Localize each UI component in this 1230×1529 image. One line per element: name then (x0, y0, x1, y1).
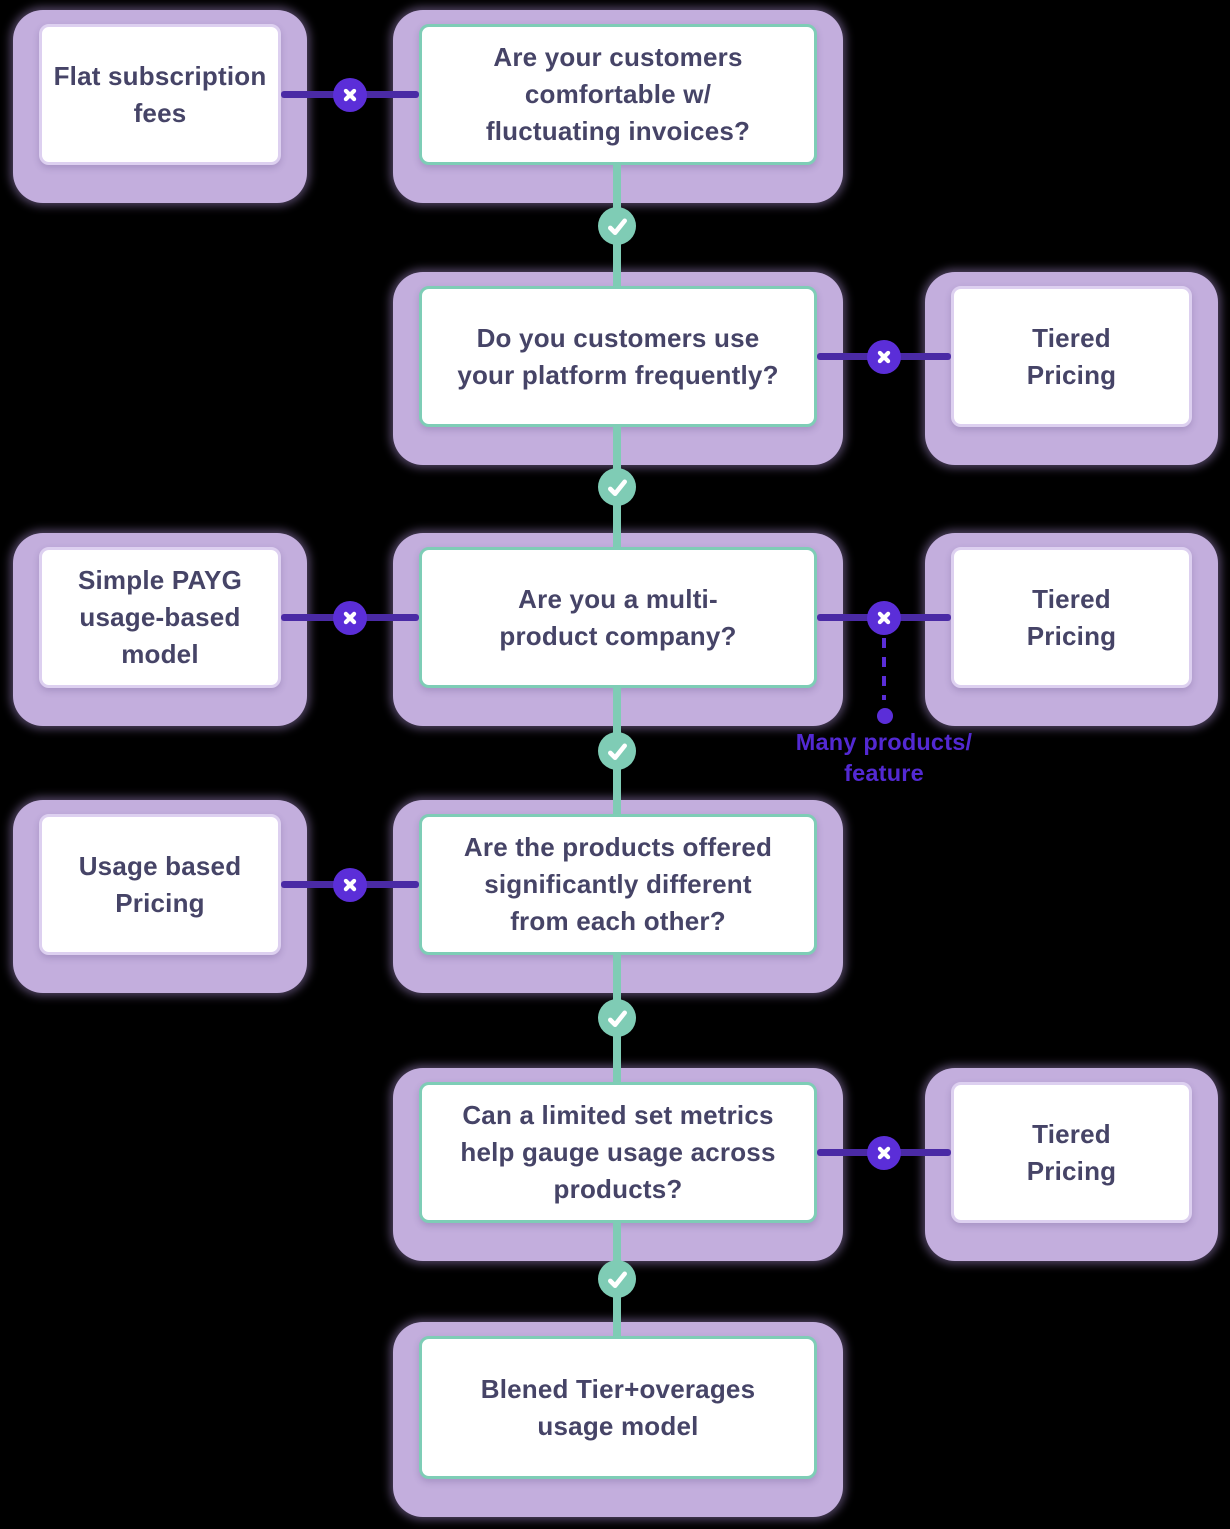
node-label: Are the products offered significantly d… (463, 832, 773, 936)
yes-marker (598, 732, 636, 770)
yes-marker (598, 1260, 636, 1298)
outcome-card: Flat subscription fees (39, 24, 281, 165)
outcome-card: Tiered Pricing (951, 547, 1192, 688)
note-many-products: Many products/ feature (795, 729, 973, 786)
node-usage-based-pricing: Usage based Pricing (13, 800, 307, 993)
no-marker (333, 868, 367, 902)
node-label: Do you customers use your platform frequ… (457, 322, 779, 390)
x-icon (877, 350, 891, 364)
question-card: Are the products offered significantly d… (419, 814, 817, 955)
outcome-card: Usage based Pricing (39, 814, 281, 955)
outcome-card: Tiered Pricing (951, 286, 1192, 427)
node-label: Tiered Pricing (1026, 322, 1117, 390)
outcome-card: Simple PAYG usage-based model (39, 547, 281, 688)
x-icon (877, 611, 891, 625)
question-card: Do you customers use your platform frequ… (419, 286, 817, 427)
note-dot (877, 708, 893, 724)
node-label: Flat subscription fees (53, 60, 267, 128)
node-flat-subscription-fees: Flat subscription fees (13, 10, 307, 203)
node-question-limited-metrics: Can a limited set metrics help gauge usa… (393, 1068, 843, 1261)
question-card: Can a limited set metrics help gauge usa… (419, 1082, 817, 1223)
question-card: Are you a multi- product company? (419, 547, 817, 688)
node-label: Can a limited set metrics help gauge usa… (460, 1100, 776, 1204)
x-icon (343, 878, 357, 892)
x-icon (343, 611, 357, 625)
yes-marker (598, 207, 636, 245)
node-label: Simple PAYG usage-based model (77, 565, 243, 669)
node-label: Are your customers comfortable w/ fluctu… (485, 42, 751, 146)
node-question-multi-product: Are you a multi- product company? (393, 533, 843, 726)
node-blended-tier-overages: Blened Tier+overages usage model (393, 1322, 843, 1517)
check-icon (607, 1009, 627, 1027)
check-icon (607, 1270, 627, 1288)
outcome-card: Tiered Pricing (951, 1082, 1192, 1223)
check-icon (607, 217, 627, 235)
outcome-card: Blened Tier+overages usage model (419, 1336, 817, 1479)
question-card: Are your customers comfortable w/ fluctu… (419, 24, 817, 165)
node-label: Tiered Pricing (1026, 583, 1117, 651)
no-marker (867, 340, 901, 374)
check-icon (607, 742, 627, 760)
yes-marker (598, 468, 636, 506)
no-marker (867, 1136, 901, 1170)
node-label: Blened Tier+overages usage model (480, 1373, 756, 1441)
node-tiered-pricing-1: Tiered Pricing (925, 272, 1218, 465)
node-question-products-different: Are the products offered significantly d… (393, 800, 843, 993)
node-label: Usage based Pricing (78, 850, 242, 918)
node-simple-payg: Simple PAYG usage-based model (13, 533, 307, 726)
no-marker (867, 601, 901, 635)
node-label: Tiered Pricing (1026, 1118, 1117, 1186)
node-label: Are you a multi- product company? (499, 583, 737, 651)
yes-marker (598, 999, 636, 1037)
no-marker (333, 78, 367, 112)
check-icon (607, 478, 627, 496)
no-marker (333, 601, 367, 635)
note-connector-dashed (882, 638, 886, 700)
node-question-fluctuating-invoices: Are your customers comfortable w/ fluctu… (393, 10, 843, 203)
node-tiered-pricing-2: Tiered Pricing (925, 533, 1218, 726)
x-icon (343, 88, 357, 102)
node-tiered-pricing-3: Tiered Pricing (925, 1068, 1218, 1261)
x-icon (877, 1146, 891, 1160)
